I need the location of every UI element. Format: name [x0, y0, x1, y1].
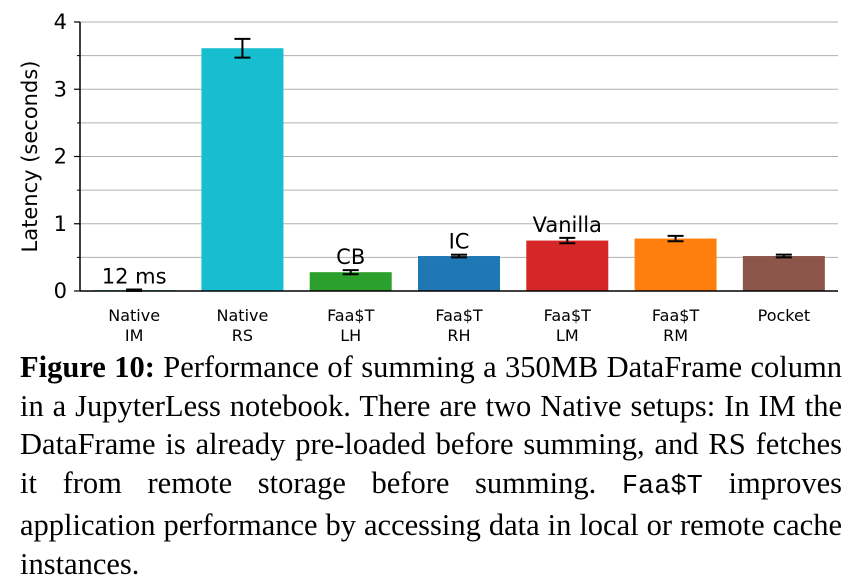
- y-tick-label: 2: [54, 145, 67, 169]
- caption-text-part-2: improves application performance by acce…: [20, 465, 843, 581]
- x-tick-label: Faa$T: [327, 306, 375, 325]
- x-tick-label: Native: [108, 306, 160, 325]
- x-tick-labels: NativeIMNativeRSFaa$TLHFaa$TRHFaa$TLMFaa…: [108, 306, 810, 345]
- y-tick-labels: 0 1 2 3 4: [54, 10, 67, 303]
- y-axis-label: Latency (seconds): [18, 61, 42, 253]
- bar: [309, 272, 392, 291]
- bar: [526, 240, 609, 291]
- figure-label: Figure 10:: [20, 350, 155, 384]
- bar-annotation: Vanilla: [533, 213, 602, 237]
- x-tick-label: Faa$T: [435, 306, 483, 325]
- bar: [742, 256, 825, 291]
- bar-annotations: 12 ms CB IC Vanilla: [102, 213, 602, 289]
- y-tick-label: 0: [54, 279, 67, 303]
- x-tick-label: RH: [447, 326, 470, 345]
- caption-text-part-1: Performance of summing a 350MB DataFrame…: [20, 350, 842, 500]
- y-tick-label: 3: [54, 77, 67, 101]
- y-tick-label: 1: [54, 212, 67, 236]
- bar: [201, 48, 284, 291]
- x-tick-label: LM: [556, 326, 579, 345]
- x-tick-label: Native: [217, 306, 269, 325]
- caption-system-name: Faa$T: [621, 471, 703, 502]
- x-tick-label: Pocket: [758, 306, 810, 325]
- error-bars: [126, 37, 792, 292]
- y-tick-label: 4: [54, 10, 67, 34]
- bar-annotation: CB: [336, 245, 365, 269]
- x-tick-label: IM: [125, 326, 144, 345]
- x-tick-label: LH: [340, 326, 361, 345]
- bars: [93, 48, 825, 291]
- x-tick-label: Faa$T: [544, 306, 592, 325]
- axes: [74, 21, 838, 292]
- bar: [418, 256, 500, 291]
- gridlines: [80, 21, 838, 258]
- bar: [634, 238, 717, 291]
- x-tick-label: RS: [232, 326, 253, 345]
- figure-caption: Figure 10: Performance of summing a 350M…: [20, 348, 842, 583]
- bar-annotation: 12 ms: [102, 265, 167, 289]
- x-tick-label: Faa$T: [652, 306, 700, 325]
- bar-annotation: IC: [449, 230, 470, 254]
- x-tick-label: RM: [663, 326, 688, 345]
